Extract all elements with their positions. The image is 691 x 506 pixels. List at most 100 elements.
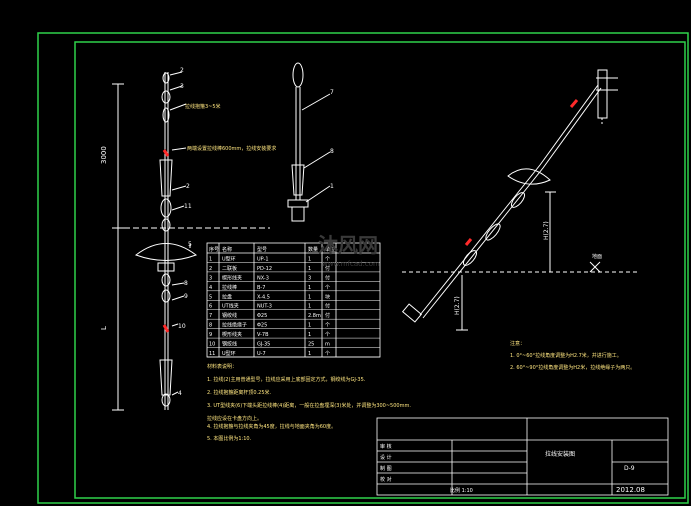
note-right-line: 注意： — [510, 340, 525, 347]
table-cell: 1 — [308, 351, 311, 357]
table-cell: Φ25 — [257, 313, 267, 319]
title-block-grid — [376, 417, 669, 496]
scale-text: 比例 1:10 — [450, 487, 473, 494]
table-cell: 11 — [209, 351, 215, 357]
table-cell: U-7 — [257, 351, 266, 357]
note-left-line: 拉线应设在卡盘方向上。 — [207, 415, 262, 422]
table-cell: 2.8m — [308, 313, 321, 319]
outer-frame — [37, 32, 689, 504]
table-cell: 楔形线夹 — [222, 331, 242, 338]
table-cell: GJ-35 — [257, 342, 270, 348]
callout-3a: 3 — [180, 83, 184, 90]
table-cell: 块 — [325, 293, 330, 300]
table-cell: UP-1 — [257, 256, 269, 262]
note-left-line: 1. 拉线(2)主用普通型号，拉线应采用上底部固定方式，钢绞线为GJ-35. — [207, 376, 366, 383]
ground-label: 地面 — [592, 253, 602, 260]
table-cell: U型环 — [222, 255, 236, 262]
table-cell: 二联板 — [222, 265, 237, 272]
table-cell: UT线夹 — [222, 303, 239, 310]
table-cell: 个 — [325, 332, 330, 338]
table-cell: 1 — [308, 266, 311, 272]
drawing-no: D-9 — [624, 465, 635, 472]
table-cell: 个 — [325, 323, 330, 329]
table-cell: 8 — [209, 323, 212, 329]
title-block-row: 制 图 — [380, 465, 392, 472]
table-cell: PD-12 — [257, 266, 272, 272]
table-cell: Φ25 — [257, 323, 267, 329]
left-assembly — [112, 71, 270, 411]
title-block-rows: 审 核设 计制 图校 对 — [380, 443, 392, 483]
table-header-cell: 名称 — [222, 246, 232, 253]
table-cell: 10 — [209, 342, 215, 348]
table-cell: NX-3 — [257, 275, 269, 281]
table-cell: 25 — [308, 342, 314, 348]
callout-2a: 2 — [180, 67, 184, 74]
table-cell: 钢绞线 — [222, 312, 237, 319]
dim-h2: H(2.7) — [454, 296, 461, 315]
table-cell: 拉盘 — [222, 293, 232, 300]
note-left-line: 2. 拉线抱箍距离杆顶0.25米. — [207, 389, 271, 396]
table-cell: 9 — [209, 332, 212, 338]
table-cell: 楔形线夹 — [222, 274, 242, 281]
red-mark-r2 — [464, 238, 473, 246]
note-right-line: 2. 60°~90°拉线角度调整为H2米，拉线绝缘子为两只。 — [510, 364, 635, 371]
note-right-line: 1. 0°~60°拉线角度调整为H2.7米，并进行施工。 — [510, 352, 622, 359]
watermark-url: www.mfcad.com — [322, 260, 380, 268]
table-cell: 3 — [308, 275, 311, 281]
table-cell: 2 — [209, 266, 212, 272]
table-cell: 拉线棒 — [222, 284, 237, 291]
middle-detail — [287, 62, 331, 222]
note-left-line: 材料表说明： — [207, 363, 237, 370]
table-cell: 个 — [325, 256, 330, 262]
table-cell: 付 — [325, 303, 330, 310]
table-cell: 3 — [209, 275, 212, 281]
table-cell: 1 — [308, 304, 311, 310]
table-cell: 钢绞线 — [222, 341, 237, 348]
title-text: 拉线安装图 — [545, 450, 575, 458]
table-header-cell: 单位 — [325, 246, 335, 253]
note-left-line: 4. 拉线抱箍与拉线夹角为45度，拉线与地面夹角为60度。 — [207, 423, 336, 430]
callout-11a: 11 — [184, 203, 192, 210]
red-mark-r1 — [569, 99, 579, 108]
callout-8: 8 — [330, 148, 334, 155]
left-note-a: 拉线抱箍3~5米 — [185, 103, 221, 110]
table-header-cell: 序号 — [209, 246, 219, 253]
callout-7: 7 — [330, 89, 334, 96]
callout-4a: 4 — [178, 390, 182, 397]
callout-9a: 9 — [184, 293, 188, 300]
table-header-cell: 型号 — [257, 246, 267, 253]
date-text: 2012.08 — [616, 486, 645, 494]
table-cell: 1 — [308, 285, 311, 291]
table-cell: 1 — [308, 323, 311, 329]
table-cell: 1 — [308, 294, 311, 300]
notes-right: 注意： 1. 0°~60°拉线角度调整为H2.7米，并进行施工。 2. 60°~90… — [510, 340, 635, 371]
title-block-row: 设 计 — [380, 454, 392, 461]
table-cell: 1 — [308, 332, 311, 338]
title-block-row: 校 对 — [380, 476, 392, 483]
title-block-row: 审 核 — [380, 443, 392, 450]
table-cell: U型环 — [222, 350, 236, 357]
watermark: 沐风网 — [318, 233, 378, 257]
note-left-line: 3. UT型线夹(6)下端头距拉线棒(4)距离，一般在拉盘埋深(3)米处，并调整… — [207, 402, 411, 409]
table-cell: 个 — [325, 351, 330, 357]
table-cell: 1 — [209, 256, 212, 262]
table-cell: 付 — [325, 274, 330, 281]
table-cell: 7 — [209, 313, 212, 319]
dim-h1: H(2.7) — [543, 221, 550, 240]
table-cell: B-7 — [257, 285, 265, 291]
table-cell: 4 — [209, 285, 212, 291]
dim-3000: 3000 — [100, 146, 108, 164]
table-cell: 拉线绝缘子 — [222, 322, 247, 329]
table-cell: m — [325, 342, 330, 348]
callout-5a: 5 — [188, 241, 192, 248]
inner-frame — [74, 41, 686, 499]
callout-8a: 8 — [184, 280, 188, 287]
notes-left: 材料表说明： 1. 拉线(2)主用普通型号，拉线应采用上底部固定方式，钢绞线为GJ… — [207, 363, 411, 442]
callout-10a: 10 — [178, 323, 186, 330]
table-cell: 付 — [325, 312, 330, 319]
note-left-line: 5. 本图比例为1:10. — [207, 435, 252, 442]
table-cell: 1 — [308, 256, 311, 262]
table-cell: NUT-3 — [257, 304, 272, 310]
table-cell: 付 — [325, 265, 330, 272]
